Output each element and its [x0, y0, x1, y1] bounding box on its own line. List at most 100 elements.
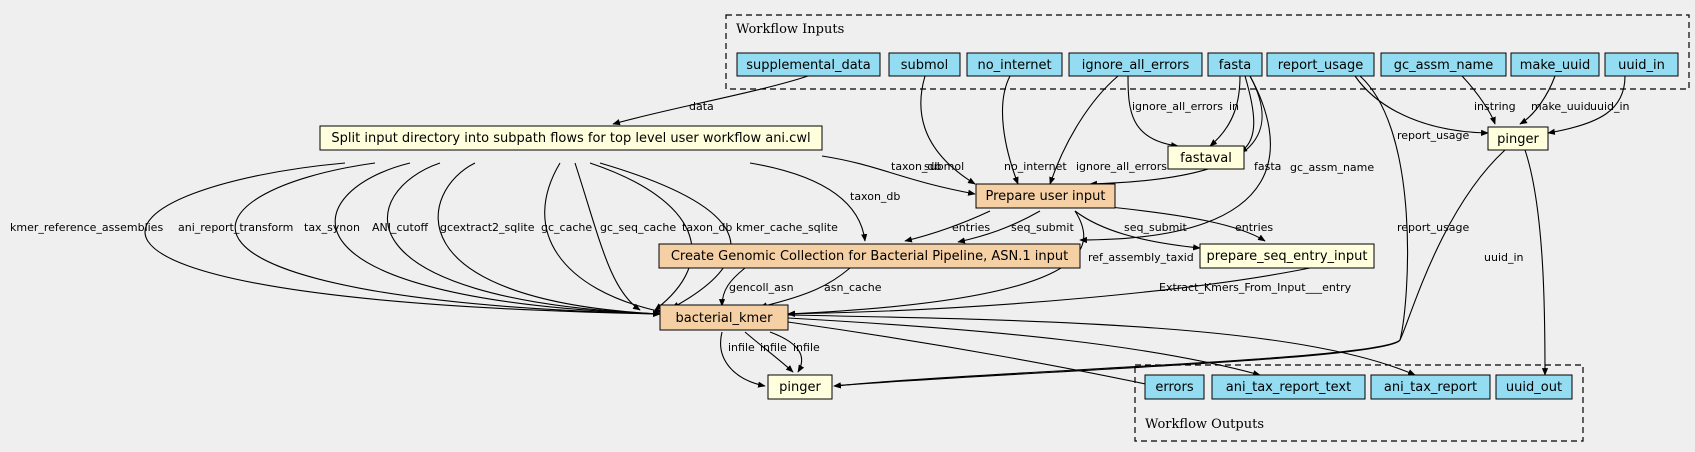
edge-label-report-usage-bottom: report_usage [1397, 221, 1470, 234]
edge-label-gc-cache: gc_cache [541, 221, 592, 234]
node-errors-label: errors [1155, 380, 1193, 395]
edge-label-entries-seqentry: entries [1235, 221, 1273, 234]
edge-split-gc-seq-cache [574, 162, 641, 311]
node-supplemental-data-label: supplemental_data [746, 58, 870, 73]
node-fastaval[interactable]: fastaval [1167, 145, 1245, 170]
edge-seqentry-to-kmer [787, 267, 1311, 317]
edge-label-taxon-db-prepare: taxon_db [891, 160, 941, 173]
edge-label-ani-cutoff: ANI_cutoff [372, 221, 429, 234]
node-ani-tax-report-label: ani_tax_report [1384, 380, 1477, 395]
node-uuid-in[interactable]: uuid_in [1604, 52, 1679, 77]
node-uuid-out[interactable]: uuid_out [1495, 374, 1573, 400]
node-errors[interactable]: errors [1144, 374, 1205, 400]
edge-split-kmer-cache [599, 162, 732, 309]
node-bacterial-kmer[interactable]: bacterial_kmer [659, 304, 789, 331]
edge-prepare-to-kmer-ref-taxid [787, 210, 1085, 317]
nodes: supplemental_data submol no_internet ign… [319, 52, 1679, 400]
edge-label-tax-synon: tax_synon [304, 221, 360, 234]
edge-kmer-to-pinger-infile-c [769, 331, 805, 373]
edge-label-ani-report-transform: ani_report_transform [178, 221, 293, 234]
edge-label-instring: instring [1474, 100, 1516, 113]
node-create-genomic-collection[interactable]: Create Genomic Collection for Bacterial … [658, 243, 1081, 269]
edge-label-report-usage-top: report_usage [1397, 129, 1470, 142]
edge-labels: data submol no_internet ignore_all_error… [10, 100, 1630, 354]
node-split-input-directory[interactable]: Split input directory into subpath flows… [319, 125, 823, 151]
edge-uuid-in-to-pinger-top [1547, 75, 1626, 135]
node-pinger-bottom[interactable]: pinger [767, 374, 833, 400]
node-ani-tax-report-text-label: ani_tax_report_text [1226, 380, 1351, 395]
edge-report-usage-to-pinger-bottom [833, 75, 1409, 389]
node-pinger-bottom-label: pinger [779, 380, 821, 395]
node-pinger-top-label: pinger [1497, 132, 1539, 147]
node-prepare-user-input-label: Prepare user input [985, 189, 1105, 204]
edge-prepare-to-create-seq-submit [957, 210, 1041, 244]
edge-prepare-to-seqentry-entries [1099, 205, 1266, 242]
node-prepare-seq-entry-input[interactable]: prepare_seq_entry_input [1199, 243, 1375, 269]
edges [144, 75, 1626, 389]
edge-kmer-to-ani-tax-report [787, 314, 1416, 376]
edge-split-gcextract2 [437, 162, 661, 317]
node-gc-assm-name[interactable]: gc_assm_name [1380, 52, 1507, 77]
edge-split-to-prepare-taxon-db [821, 155, 976, 196]
node-split-input-directory-label: Split input directory into subpath flows… [331, 131, 810, 146]
edge-gc-assm-name-to-create [1079, 75, 1271, 244]
node-ani-tax-report-text[interactable]: ani_tax_report_text [1211, 374, 1366, 400]
node-ignore-all-errors[interactable]: ignore_all_errors [1068, 52, 1203, 77]
edge-make-uuid-to-pinger-top [1519, 75, 1556, 125]
edge-label-fasta: fasta [1254, 160, 1281, 173]
cluster-inputs-label: Workflow Inputs [736, 22, 844, 37]
edge-label-gc-assm-name: gc_assm_name [1290, 161, 1374, 174]
node-submol[interactable]: submol [888, 52, 961, 77]
node-report-usage-label: report_usage [1278, 58, 1363, 73]
edge-split-gc-cache [544, 162, 663, 314]
edge-label-uuid-in-bottom: uuid_in [1484, 251, 1524, 264]
node-pinger-top[interactable]: pinger [1487, 126, 1549, 151]
edge-label-data: data [689, 100, 714, 113]
edge-label-kmer-reference-assemblies: kmer_reference_assemblies [10, 221, 163, 234]
edge-kmer-to-errors [787, 321, 1156, 388]
node-prepare-user-input[interactable]: Prepare user input [975, 183, 1116, 209]
node-ani-tax-report[interactable]: ani_tax_report [1370, 374, 1491, 400]
edge-label-submol: submol [924, 160, 964, 173]
edge-label-infile-a: infile [728, 341, 755, 354]
edge-label-gcextract2-sqlite: gcextract2_sqlite [440, 221, 535, 234]
edge-label-no-internet: no_internet [1004, 160, 1067, 173]
edge-split-taxon-db [589, 162, 693, 311]
node-make-uuid-label: make_uuid [1520, 58, 1591, 73]
node-submol-label: submol [901, 58, 949, 73]
edge-supplemental-data-to-split [612, 75, 809, 126]
node-create-genomic-collection-label: Create Genomic Collection for Bacterial … [671, 249, 1068, 264]
edge-label-infile-b: infile [760, 341, 787, 354]
node-fastaval-label: fastaval [1180, 151, 1232, 166]
edge-label-ignore-all-errors-prepare: ignore_all_errors [1076, 160, 1167, 173]
edge-kmer-to-pinger-infile-a [720, 331, 766, 388]
edge-label-infile-c: infile [793, 341, 820, 354]
edge-gc-assm-name-to-pinger-top [1461, 75, 1496, 125]
edge-split-to-create-taxon-db [749, 162, 868, 242]
edge-label-gc-seq-cache: gc_seq_cache [600, 221, 676, 234]
node-bacterial-kmer-label: bacterial_kmer [675, 311, 773, 326]
edge-label-uuid-in-top: uuid_in [1590, 100, 1630, 113]
edge-label-ignore-all-errors-fastaval: ignore_all_errors [1132, 100, 1223, 113]
node-no-internet[interactable]: no_internet [966, 52, 1063, 77]
node-fasta[interactable]: fasta [1207, 52, 1263, 77]
node-make-uuid[interactable]: make_uuid [1510, 52, 1600, 77]
edge-kmer-to-pinger-infile-b [744, 331, 794, 373]
edge-split-ani-cutoff [387, 162, 661, 317]
edge-label-asn-cache: asn_cache [824, 281, 882, 294]
node-supplemental-data[interactable]: supplemental_data [736, 52, 881, 77]
edge-split-ani-report [234, 162, 661, 317]
edge-label-extract-kmers: Extract_Kmers_From_Input___entry [1159, 281, 1352, 294]
edge-report-usage-to-pinger-top [1354, 75, 1489, 136]
node-ignore-all-errors-label: ignore_all_errors [1082, 58, 1190, 73]
node-no-internet-label: no_internet [977, 58, 1051, 73]
edge-create-to-kmer-asn-cache [759, 267, 851, 309]
node-uuid-in-label: uuid_in [1618, 58, 1665, 73]
edge-label-gencoll-asn: gencoll_asn [729, 281, 794, 294]
edge-label-seq-submit-create: seq_submit [1011, 221, 1074, 234]
edge-pinger-top-to-pinger-bottom [833, 149, 1506, 389]
edge-label-in: in [1229, 100, 1239, 113]
node-uuid-out-label: uuid_out [1506, 380, 1562, 395]
node-report-usage[interactable]: report_usage [1266, 52, 1375, 77]
